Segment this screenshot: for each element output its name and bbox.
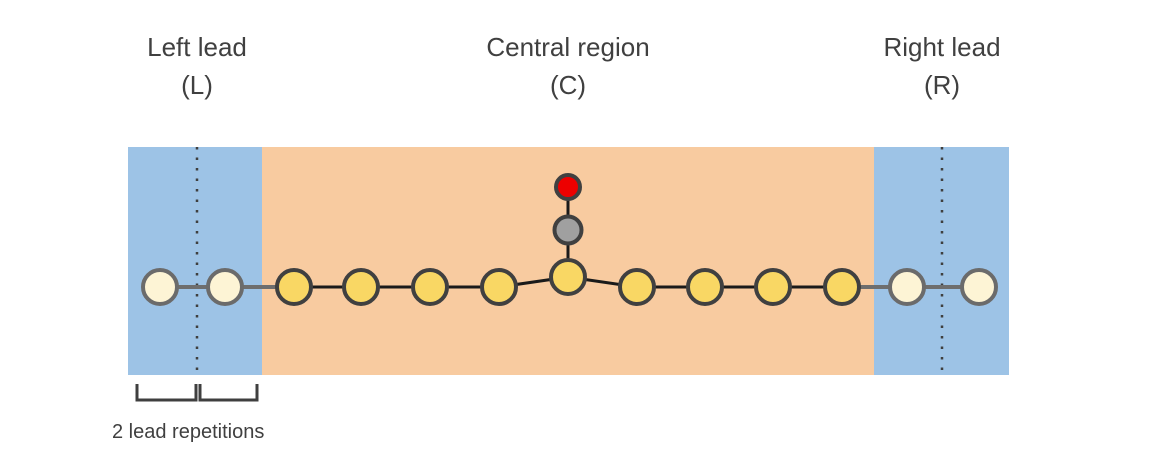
side-group-gray-atom bbox=[552, 214, 584, 246]
chain-atom-6 bbox=[686, 268, 724, 306]
side-group-red-atom bbox=[554, 173, 582, 201]
right-lead-symbol: (R) bbox=[923, 70, 961, 100]
chain-atom-center bbox=[549, 258, 587, 296]
chain-atom-3 bbox=[411, 268, 449, 306]
left-lead-header: Left lead (L) bbox=[57, 28, 337, 104]
left-lead-symbol: (L) bbox=[181, 70, 213, 100]
left-lead-atom-1 bbox=[141, 268, 179, 306]
left-lead-background bbox=[128, 147, 262, 375]
chain-atom-2 bbox=[342, 268, 380, 306]
chain-atom-7 bbox=[754, 268, 792, 306]
chain-atom-1 bbox=[275, 268, 313, 306]
chain-atom-5 bbox=[618, 268, 656, 306]
lead-repetitions-caption: 2 lead repetitions bbox=[112, 421, 265, 443]
central-region-label: Central region bbox=[486, 32, 650, 62]
repetition-bracket bbox=[135, 384, 198, 402]
left-lead-atom-2 bbox=[206, 268, 244, 306]
chain-atom-4 bbox=[480, 268, 518, 306]
central-region-symbol: (C) bbox=[549, 70, 587, 100]
repetition-bracket bbox=[198, 384, 259, 402]
right-lead-header: Right lead (R) bbox=[802, 28, 1082, 104]
left-lead-label: Left lead bbox=[147, 32, 247, 62]
right-lead-atom-2 bbox=[960, 268, 998, 306]
right-lead-atom-1 bbox=[888, 268, 926, 306]
central-region-header: Central region (C) bbox=[428, 28, 708, 104]
right-lead-label: Right lead bbox=[883, 32, 1001, 62]
right-lead-background bbox=[874, 147, 1009, 375]
chain-atom-8 bbox=[823, 268, 861, 306]
